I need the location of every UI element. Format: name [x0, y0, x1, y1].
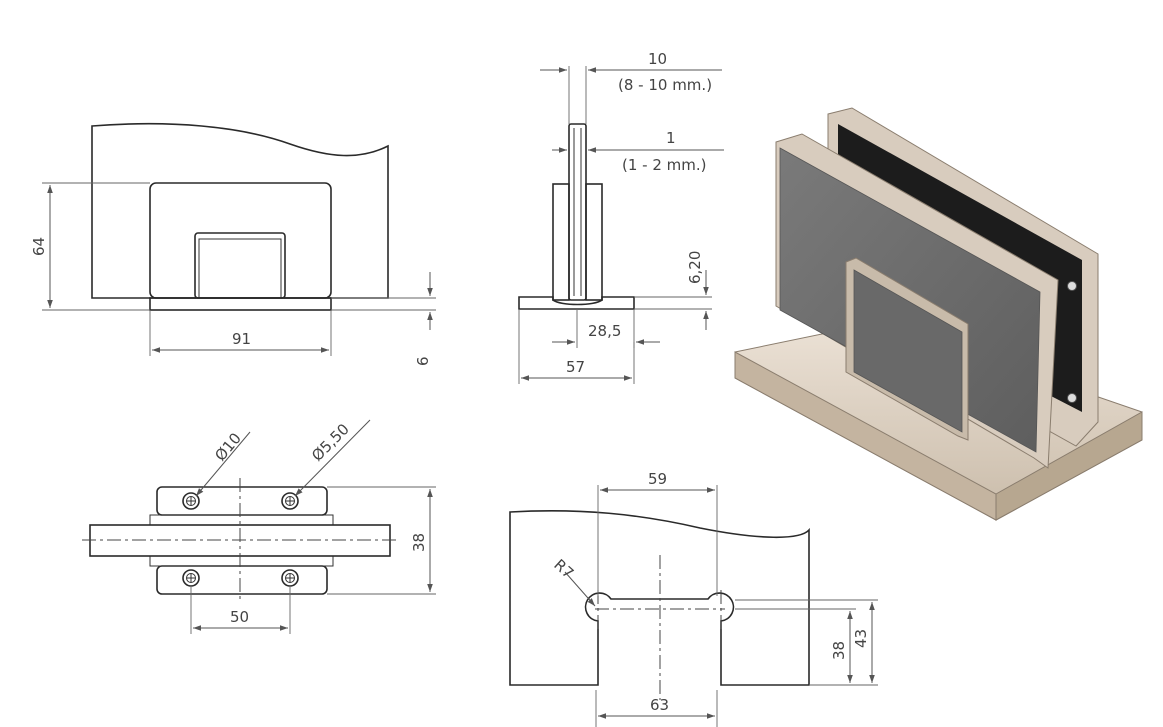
cutout-view: R7 59 63 38 43 — [509, 470, 878, 727]
screw-hole-2 — [281, 492, 299, 510]
top-view: Ø10 Ø5,50 38 50 — [82, 419, 436, 634]
dim-side-width: 57 — [566, 358, 585, 376]
side-view: 10 (8 - 10 mm.) 1 (1 - 2 mm.) 6,20 28,5 … — [518, 50, 724, 384]
dim-gasket: 1 — [666, 129, 676, 147]
screw-hole-3 — [182, 569, 200, 587]
dim-cutout-depth-inner: 38 — [830, 641, 848, 660]
screw-1 — [1067, 281, 1077, 291]
screw-hole-4 — [281, 569, 299, 587]
dim-screw-diameter: Ø5,50 — [308, 420, 353, 465]
dim-cutout-width: 59 — [648, 470, 667, 488]
dim-front-base: 6 — [414, 356, 432, 366]
dim-front-height: 64 — [30, 237, 48, 256]
dim-top-depth: 38 — [410, 533, 428, 552]
dim-cutout-outer-width: 63 — [650, 696, 669, 714]
dim-hole-diameter: Ø10 — [211, 429, 245, 464]
dim-side-half-width: 28,5 — [588, 322, 621, 340]
front-view: 64 91 6 — [30, 122, 436, 366]
screw-2 — [1067, 393, 1077, 403]
dim-gasket-range: (1 - 2 mm.) — [622, 156, 707, 174]
dim-cutout-radius: R7 — [550, 556, 577, 583]
screw-hole-1 — [182, 492, 200, 510]
isometric-hinge-view — [734, 107, 1143, 521]
dim-hole-spacing: 50 — [230, 608, 249, 626]
dim-front-width: 91 — [232, 330, 251, 348]
dim-glass-range: (8 - 10 mm.) — [618, 76, 712, 94]
dim-glass-thickness: 10 — [648, 50, 667, 68]
dim-side-step: 6,20 — [686, 251, 704, 284]
dim-cutout-depth-outer: 43 — [852, 629, 870, 648]
